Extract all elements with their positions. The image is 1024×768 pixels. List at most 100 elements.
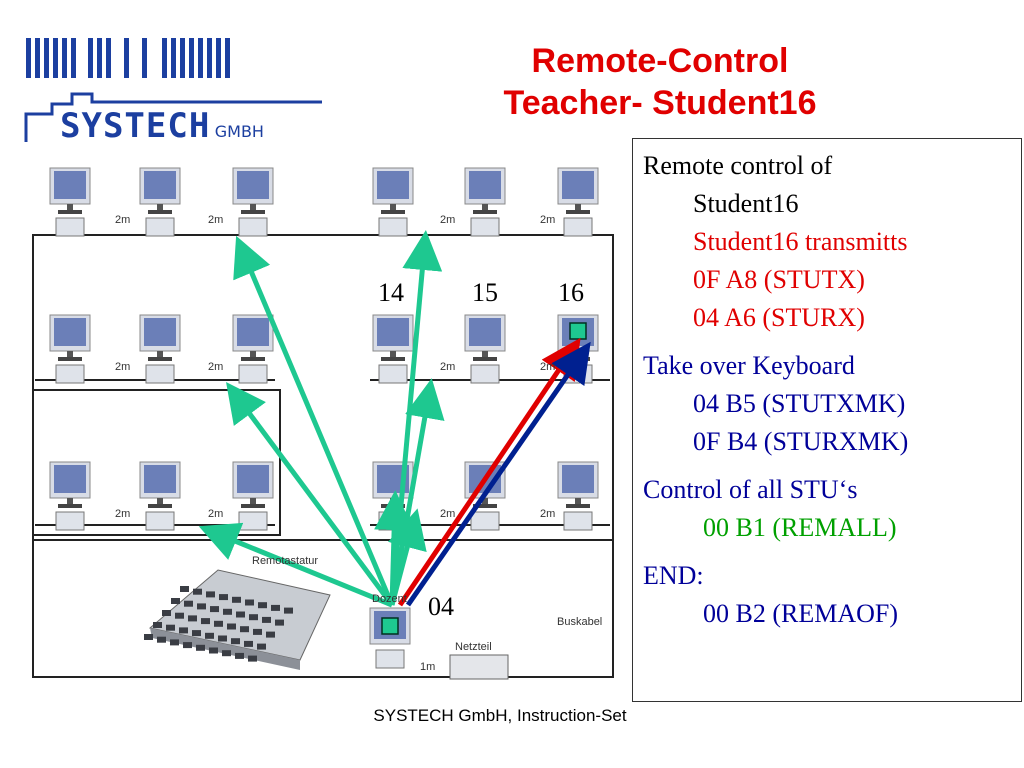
terminal-box [378,217,408,237]
monitor-base [566,504,590,508]
green-arrow [387,508,427,606]
keyboard-key [266,631,275,638]
screen [377,171,409,199]
panel-line: END: [643,561,704,590]
keyboard-key [232,596,241,603]
keyboard-key [249,614,258,621]
screen [562,465,594,493]
distance-label: 2m [540,361,555,373]
screen [144,465,176,493]
terminal-box [238,511,268,531]
workstation [139,461,181,531]
keyboard-key [175,612,184,619]
monitor-base [473,504,497,508]
workstation [232,167,274,237]
keyboard-key [222,650,231,657]
distance-label: 2m [115,361,130,373]
title-line-2: Teacher- Student16 [503,84,817,122]
room-divider [33,539,613,541]
monitor-base [241,357,265,361]
green-arrow [233,235,395,606]
logo-suffix: GmbH [214,122,264,141]
workstation [49,167,91,237]
monitor-base [381,210,405,214]
workstation [557,461,599,531]
panel-line: 04 B5 (STUTXMK) [693,389,906,418]
seat-label-16: 16 [558,278,584,307]
keyboard-key [192,630,201,637]
monitor-base [148,210,172,214]
monitor-base [381,357,405,361]
screen [469,171,501,199]
monitor-stand [482,351,488,357]
keyboard-device [144,569,331,670]
keyboard-key [257,643,266,650]
keyboard-key [184,600,193,607]
workstation [372,167,414,237]
monitor-base [241,210,265,214]
keyboard-key [253,628,262,635]
workstation [464,167,506,237]
distance-label: 2m [115,508,130,520]
screen [237,171,269,199]
keyboard-key [179,627,188,634]
monitor-stand [67,204,73,210]
green-arrow [374,490,415,606]
monitor-base [58,504,82,508]
workstation [557,314,599,384]
screen [54,465,86,493]
keyboard-key [171,598,180,604]
power-supply-label: Netzteil [455,641,492,653]
screen [54,171,86,199]
keyboard-key [284,607,293,614]
panel-line: Student16 [693,189,799,218]
teacher-marker [381,617,399,635]
distance-label: 2m [208,214,223,226]
screen [144,171,176,199]
bus-cable-label: Buskabel [557,616,602,628]
screen [469,318,501,346]
panel-line: Take over Keyboard [643,351,855,380]
screen [562,171,594,199]
terminal-box [145,217,175,237]
monitor-stand [250,498,256,504]
workstation [464,314,506,384]
monitor-stand [250,204,256,210]
footer: SYSTECH GmbH, Instruction-Set [373,706,627,725]
monitor-base [58,210,82,214]
distance-label: 2m [115,214,130,226]
keyboard-key [236,611,245,618]
keyboard-key [153,622,162,628]
seat-label-15: 15 [472,278,498,307]
workstation [139,167,181,237]
teacher-station [369,607,509,680]
keyboard-label: Remotastatur [252,555,318,567]
distance-label: 2m [540,508,555,520]
keyboard-key [209,647,218,654]
panel-line: 00 B2 (REMAOF) [703,599,899,628]
workstation [49,461,91,531]
seat-label-14: 14 [378,278,404,307]
monitor-stand [575,204,581,210]
distance-label: 2m [208,508,223,520]
keyboard-key [201,618,210,625]
panel-line: Student16 transmitts [693,227,908,256]
distance-label: 2m [440,214,455,226]
terminal-box [563,511,593,531]
monitor-base [473,210,497,214]
terminal-box [378,364,408,384]
terminal-box [238,217,268,237]
workstation [139,314,181,384]
active-student-marker [569,322,587,340]
keyboard-key [210,606,219,613]
title-line-1: Remote-Control [531,42,789,80]
monitor-stand [250,351,256,357]
panel-spacer [643,337,1021,347]
terminal-box [470,511,500,531]
monitor-stand [67,351,73,357]
keyboard-key [196,644,205,651]
workstation [557,167,599,237]
panel-line: 0F B4 (STURXMK) [693,427,909,456]
distance-label: 2m [540,214,555,226]
